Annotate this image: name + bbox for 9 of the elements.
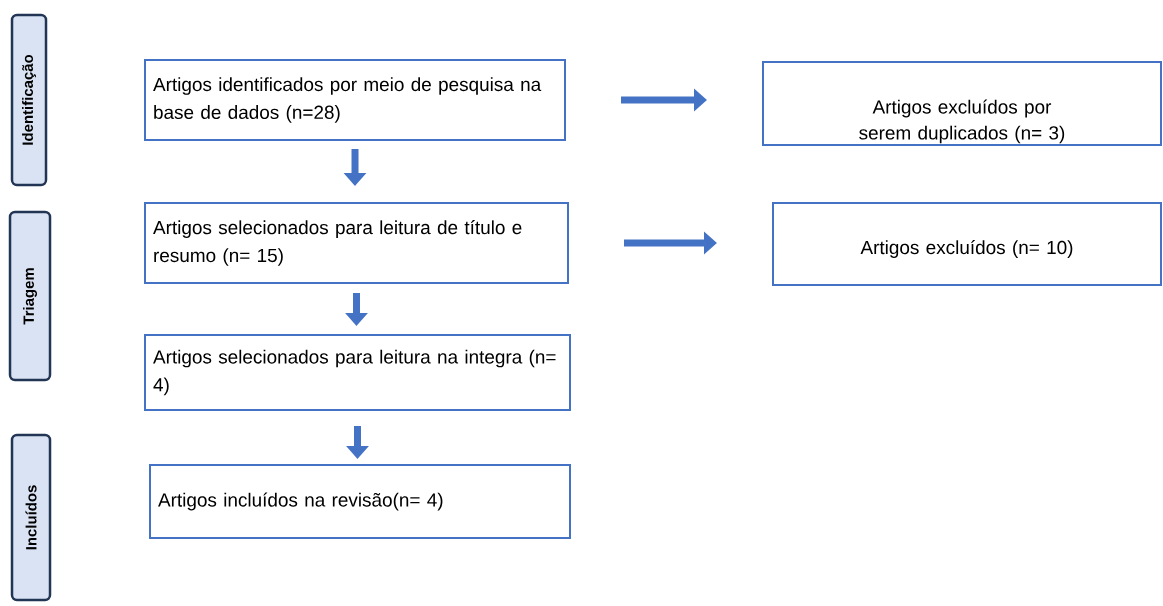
process-box: Artigos selecionados para leitura de título e resumo (n= 15) — [144, 202, 569, 284]
stage-label: Incluídos — [10, 433, 52, 602]
process-box: Artigos excluídos por serem duplicados (n= 3) — [762, 61, 1162, 146]
stage-label: Identificação — [10, 13, 48, 187]
stage-label: Triagem — [8, 210, 52, 382]
process-box: Artigos excluídos (n= 10) — [772, 202, 1162, 286]
process-box: Artigos selecionados para leitura na integra (n= 4) — [144, 334, 571, 411]
process-box: Artigos incluídos na revisão(n= 4) — [149, 464, 571, 539]
process-box: Artigos identificados por meio de pesquisa na base de dados (n=28) — [144, 59, 566, 141]
